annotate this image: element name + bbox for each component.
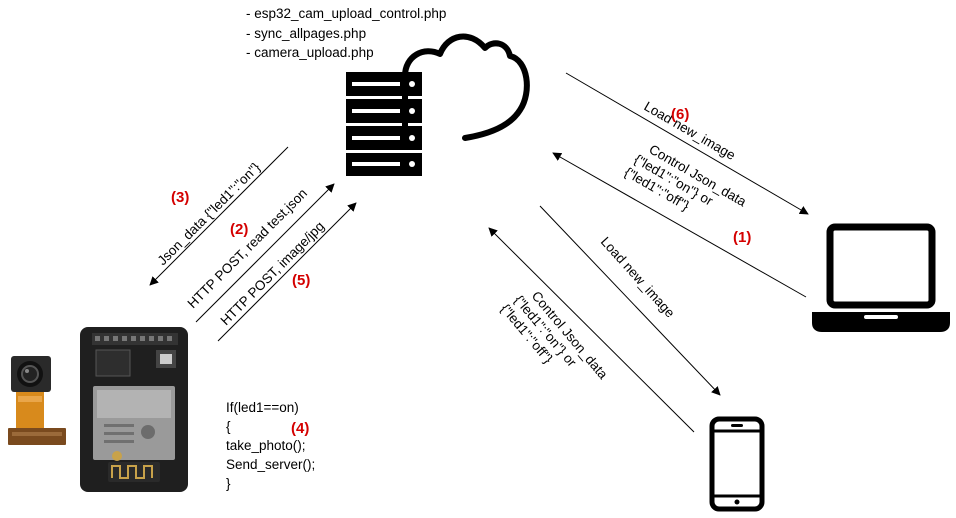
server-icon [346, 72, 422, 176]
step-4: (4) [291, 420, 310, 437]
code-line: take_photo(); [226, 438, 306, 453]
arrow-laptop-control [552, 152, 807, 298]
step-3: (3) [171, 189, 189, 206]
esp32-cam-board-icon [80, 327, 188, 492]
server-file: - camera_upload.php [246, 45, 374, 60]
smartphone-icon [709, 416, 765, 512]
arrow-phone-load [539, 205, 721, 396]
step-1: (1) [733, 229, 751, 246]
cloud-icon [402, 33, 530, 145]
esp-pseudo-code: If(led1==on) { take_photo(); Send_server… [226, 398, 315, 493]
server-file: - sync_allpages.php [246, 25, 367, 41]
arrow-http-read [195, 183, 335, 323]
camera-module-icon [8, 356, 66, 445]
laptop-icon [812, 223, 950, 332]
server-file-list: - esp32_cam_upload_control.php - sync_al… [246, 4, 446, 63]
code-line: { [226, 419, 231, 434]
arrow-laptop-load [565, 72, 809, 215]
code-line: } [226, 476, 231, 491]
arrow-http-image [217, 202, 357, 342]
code-line: Send_server(); [226, 457, 316, 472]
step-5: (5) [292, 272, 310, 289]
label-phone-load: Load new_image [598, 234, 678, 320]
server-file: - esp32_cam_upload_control.php [246, 6, 447, 21]
arrow-phone-control [488, 227, 695, 433]
step-6: (6) [671, 106, 689, 123]
arrow-json-data [149, 146, 289, 286]
step-2: (2) [230, 221, 248, 238]
code-line: If(led1==on) [226, 400, 299, 415]
label-phone-control: Control Json_data {"led1":"on"} or {"led… [498, 288, 611, 382]
